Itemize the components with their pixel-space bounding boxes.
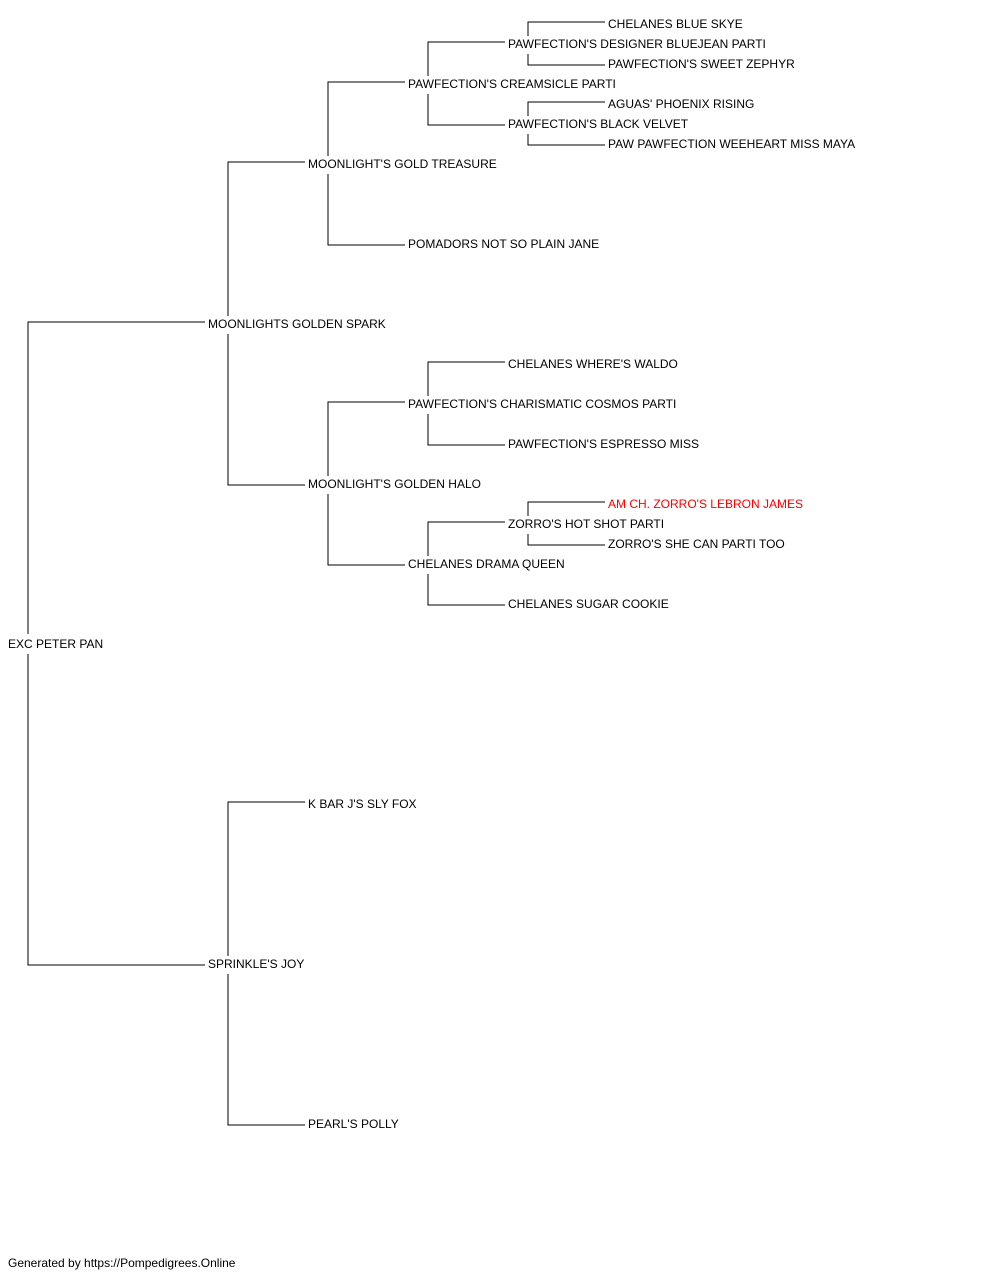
- dog-name-sddss-champion: AM CH. ZORRO'S LEBRON JAMES: [608, 497, 803, 511]
- dog-name-sds: PAWFECTION'S CHARISMATIC COSMOS PARTI: [408, 397, 676, 411]
- dog-name-sssss: CHELANES BLUE SKYE: [608, 17, 743, 31]
- connector-sire-dam-upper: [327, 401, 405, 476]
- dog-name-dam: SPRINKLE'S JOY: [208, 957, 304, 971]
- connector-sire-sire-upper: [327, 81, 405, 156]
- connector-dam-lower: [227, 974, 305, 1126]
- connector-sss-lower: [427, 94, 505, 126]
- dog-name-sss: PAWFECTION'S CREAMSICLE PARTI: [408, 77, 616, 91]
- dog-name-root: EXC PETER PAN: [8, 637, 103, 651]
- connector-sire-sire-lower: [327, 174, 405, 246]
- connector-sire-lower: [227, 334, 305, 486]
- dog-name-sdsd: PAWFECTION'S ESPRESSO MISS: [508, 437, 699, 451]
- dog-name-ssss: PAWFECTION'S DESIGNER BLUEJEAN PARTI: [508, 37, 766, 51]
- tree-connectors: [27, 21, 605, 1126]
- dog-name-ssssd: PAWFECTION'S SWEET ZEPHYR: [608, 57, 795, 71]
- connector-sire-upper: [227, 161, 305, 316]
- dog-name-sddsd: ZORRO'S SHE CAN PARTI TOO: [608, 537, 785, 551]
- connector-sdd-lower: [427, 574, 505, 606]
- connector-sds-lower: [427, 414, 505, 446]
- dog-name-sdss: CHELANES WHERE'S WALDO: [508, 357, 678, 371]
- connector-sds-upper: [427, 361, 505, 396]
- dog-name-dam-sire: K BAR J'S SLY FOX: [308, 797, 417, 811]
- connector-root-lower: [27, 654, 205, 966]
- connector-ssss-upper: [527, 21, 605, 36]
- connector-ssss-lower: [527, 54, 605, 66]
- connector-sdds-upper: [527, 501, 605, 516]
- dog-name-sdd: CHELANES DRAMA QUEEN: [408, 557, 565, 571]
- dog-name-sire: MOONLIGHTS GOLDEN SPARK: [208, 317, 386, 331]
- dog-name-sssd: PAWFECTION'S BLACK VELVET: [508, 117, 689, 131]
- tree-labels: EXC PETER PAN MOONLIGHTS GOLDEN SPARK SP…: [8, 17, 855, 1131]
- dog-name-sssds: AGUAS' PHOENIX RISING: [608, 97, 754, 111]
- dog-name-sssdd: PAW PAWFECTION WEEHEART MISS MAYA: [608, 137, 855, 151]
- dog-name-sire-sire: MOONLIGHT'S GOLD TREASURE: [308, 157, 497, 171]
- connector-sssd-upper: [527, 101, 605, 116]
- connector-sdd-upper: [427, 521, 505, 556]
- connector-dam-upper: [227, 801, 305, 956]
- connector-sss-upper: [427, 41, 505, 76]
- connector-sdds-lower: [527, 534, 605, 546]
- dog-name-sire-dam: MOONLIGHT'S GOLDEN HALO: [308, 477, 481, 491]
- connector-root-upper: [27, 321, 205, 634]
- dog-name-sddd: CHELANES SUGAR COOKIE: [508, 597, 669, 611]
- dog-name-sdds: ZORRO'S HOT SHOT PARTI: [508, 517, 664, 531]
- dog-name-dam-dam: PEARL'S POLLY: [308, 1117, 399, 1131]
- connector-sssd-lower: [527, 134, 605, 146]
- dog-name-ssd: POMADORS NOT SO PLAIN JANE: [408, 237, 599, 251]
- footer-credit: Generated by https://Pompedigrees.Online: [8, 1256, 236, 1270]
- connector-sire-dam-lower: [327, 494, 405, 566]
